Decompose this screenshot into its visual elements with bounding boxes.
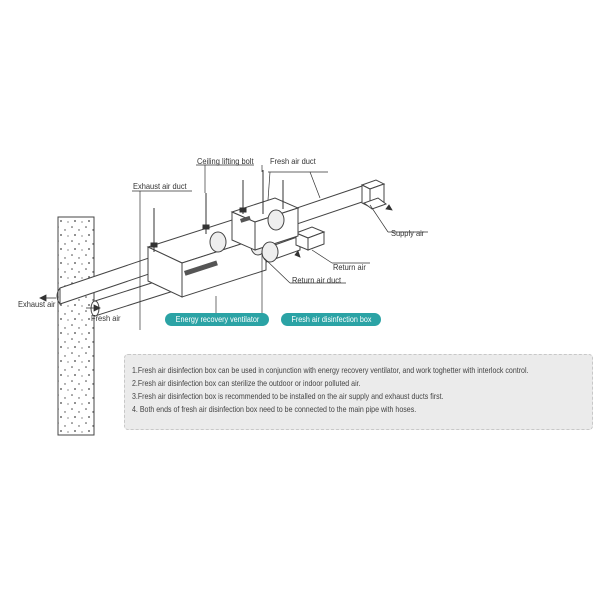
note-1: 1.Fresh air disinfection box can be used… <box>132 366 529 375</box>
notes-box: 1.Fresh air disinfection box can be used… <box>124 354 593 430</box>
note-3: 3.Fresh air disinfection box is recommen… <box>132 392 444 401</box>
label-return-air-duct: Return air duct <box>292 275 342 285</box>
label-return-air: Return air <box>333 262 366 272</box>
disinfection-box <box>230 197 300 263</box>
leader-lines <box>132 164 428 330</box>
label-exhaust-air-duct: Exhaust air duct <box>133 181 187 191</box>
label-exhaust-air: Exhaust air <box>18 299 56 309</box>
label-fresh-air: Fresh air <box>91 313 121 323</box>
label-supply-air: Supply air <box>391 228 425 238</box>
label-fresh-air-duct: Fresh air duct <box>270 156 316 166</box>
label-ceiling-lifting-bolt: Ceiling lifting bolt <box>197 156 254 166</box>
return-air-box <box>294 226 326 251</box>
airflow-arrows <box>39 204 393 312</box>
note-2: 2.Fresh air disinfection box can sterili… <box>132 379 361 388</box>
tag-fresh-air-disinfection-box: Fresh air disinfection box <box>281 313 381 326</box>
ceiling-bolts <box>150 170 284 252</box>
supply-air-box <box>360 179 388 210</box>
wall <box>57 216 95 436</box>
tag-energy-recovery-ventilator: Energy recovery ventilator <box>165 313 269 326</box>
note-4: 4. Both ends of fresh air disinfection b… <box>132 405 417 414</box>
